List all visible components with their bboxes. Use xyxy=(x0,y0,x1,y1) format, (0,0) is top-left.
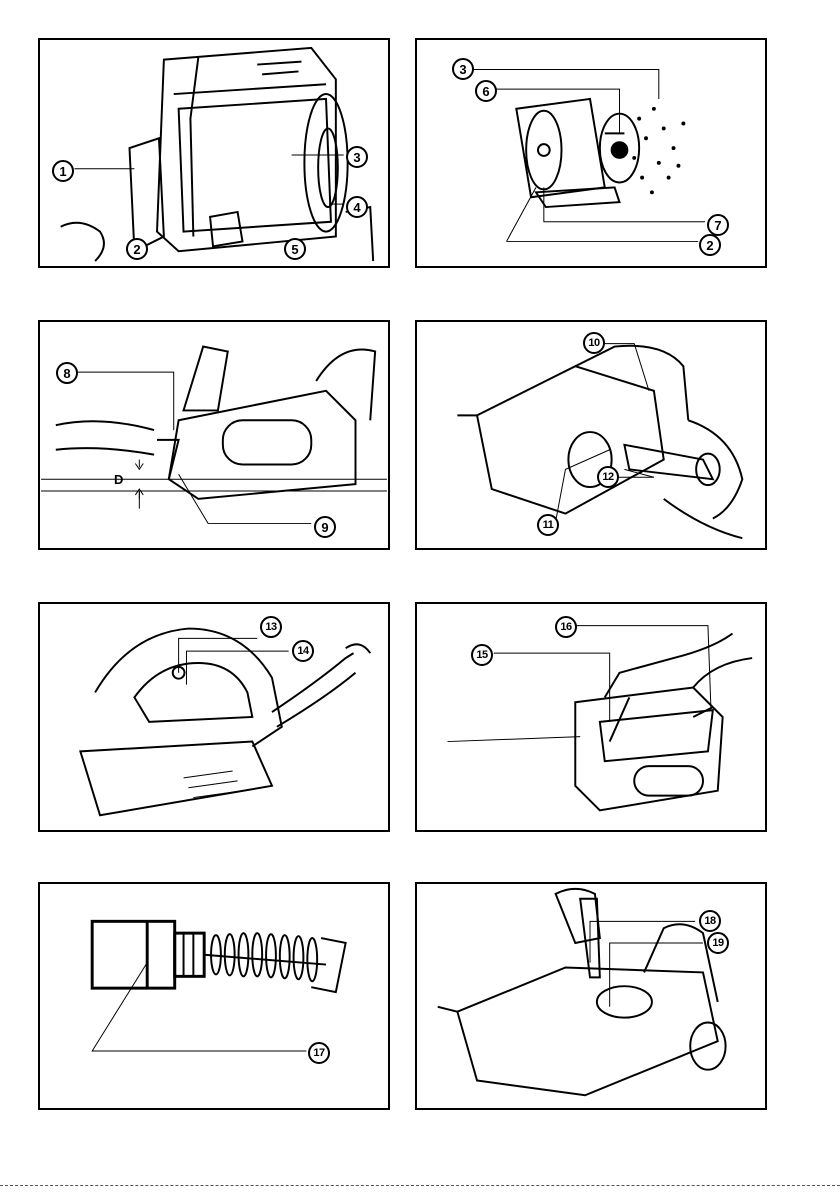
callout-13: 13 xyxy=(260,616,282,638)
callout-8: 8 xyxy=(56,362,78,384)
callout-4: 4 xyxy=(346,196,368,218)
callout-10: 10 xyxy=(583,332,605,354)
callout-19: 19 xyxy=(707,932,729,954)
callout-1: 1 xyxy=(52,160,74,182)
figure-2-brush-parts: 3 6 7 2 xyxy=(415,38,767,268)
figure-1-illustration xyxy=(40,40,388,266)
figure-3-depth-adjustment: 8 9 D xyxy=(38,320,390,550)
callout-5: 5 xyxy=(284,238,306,260)
page-bottom-rule xyxy=(0,1185,840,1186)
figure-5-switch-handle: 13 14 xyxy=(38,602,390,832)
callout-17: 17 xyxy=(308,1042,330,1064)
figure-5-illustration xyxy=(40,604,388,830)
figure-4-illustration xyxy=(417,322,765,548)
figure-4-dust-nozzle: 10 11 12 xyxy=(415,320,767,550)
figure-1-brush-installation: 1 2 3 4 5 xyxy=(38,38,390,268)
callout-16: 16 xyxy=(555,616,577,638)
figure-6-wrench-operation: 15 16 xyxy=(415,602,767,832)
callout-3: 3 xyxy=(346,146,368,168)
dimension-label-d: D xyxy=(114,472,123,487)
figure-3-illustration xyxy=(40,322,388,548)
figure-8-brush-holder-cap: 18 19 xyxy=(415,882,767,1110)
callout-2: 2 xyxy=(699,234,721,256)
figure-7-illustration xyxy=(40,884,388,1108)
callout-12: 12 xyxy=(597,466,619,488)
figure-7-carbon-brush: 17 xyxy=(38,882,390,1110)
callout-3: 3 xyxy=(452,58,474,80)
callout-2: 2 xyxy=(126,238,148,260)
figure-6-illustration xyxy=(417,604,765,830)
callout-11: 11 xyxy=(537,514,559,536)
callout-18: 18 xyxy=(699,910,721,932)
callout-7: 7 xyxy=(707,214,729,236)
callout-15: 15 xyxy=(471,644,493,666)
callout-14: 14 xyxy=(292,640,314,662)
callout-6: 6 xyxy=(475,80,497,102)
callout-9: 9 xyxy=(314,516,336,538)
